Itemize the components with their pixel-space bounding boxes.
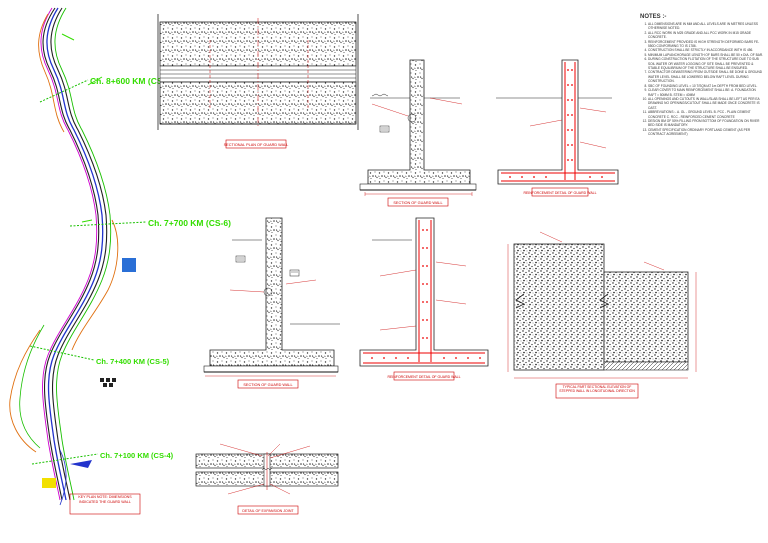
- expansion-joint-title: DETAIL OF EXPANSION JOINT: [242, 509, 294, 513]
- reinforcement-detail-b: REINFORCEMENT DETAIL OF GUARD WALL: [359, 217, 489, 381]
- notes-panel: NOTES :- ALL DIMENSIONS ARE IN MM AND AL…: [640, 14, 764, 137]
- sectional-plan-title: SECTIONAL PLAN OF GUARD WALL: [224, 143, 289, 147]
- note-item: SBC OF FOUNDING LEVEL = 10 T/SQM AT 1m D…: [648, 84, 764, 88]
- note-item: ABBREVIATIONS :- A. GL - GROUND LEVEL B.…: [648, 110, 764, 119]
- note-item: DESIGN BM OF 50% FILLING FROM BOTTOM OF …: [648, 119, 764, 128]
- sectional-plan: SECTIONAL PLAN OF GUARD WALL: [157, 14, 359, 149]
- section-a-title: SECTION OF GUARD WALL: [393, 201, 442, 205]
- note-item: REINFORCEMENT PROVIDED IS HIGH STRENGTH …: [648, 40, 764, 49]
- key-plan: Ch. 8+600 KM (CS-7) Ch. 7+700 KM (CS-6) …: [9, 7, 231, 515]
- note-item: CONTRACTOR DEWATERING FROM OUTSIDE SHALL…: [648, 70, 764, 83]
- note-item: CEMENT SPECIFICATION ORDINARY PORTLAND C…: [648, 128, 764, 137]
- section-guard-wall-b: SECTION OF GUARD WALL: [203, 217, 340, 389]
- note-item: ALL OPENINGS AND CUTOUTS IN WALL/SLAB SH…: [648, 97, 764, 110]
- note-item: MINIMUM LAP/ANCHORAGE LENGTH OF BARS SHA…: [648, 53, 764, 57]
- chainage-label-4: Ch. 7+100 KM (CS-4): [100, 451, 174, 460]
- stepped-wall-elevation: TYPICAL PART SECTIONAL ELEVATION OF STEP…: [507, 231, 697, 399]
- reinforcement-detail-a: REINFORCEMENT DETAIL OF GUARD WALL: [496, 59, 619, 197]
- expansion-joint-detail: DETAIL OF EXPANSION JOINT: [195, 443, 339, 515]
- notes-title: NOTES :-: [640, 14, 667, 20]
- note-item: CONSTRUCTION SHALL BE STRICTLY IN ACCORD…: [648, 48, 764, 52]
- water-body-marker: [122, 258, 136, 272]
- note-item: DURING CONSTRUCTION FLOTATION OF THE STR…: [648, 57, 764, 70]
- note-item: CLEAR COVER TO MAIN REINFORCEMENT SHALL …: [648, 88, 764, 97]
- note-item: ALL DIMENSIONS ARE IN MM AND ALL LEVELS …: [648, 22, 764, 31]
- section-b-title: SECTION OF GUARD WALL: [243, 383, 292, 387]
- notes-list: ALL DIMENSIONS ARE IN MM AND ALL LEVELS …: [640, 22, 764, 137]
- chainage-label-2: Ch. 7+700 KM (CS-6): [148, 218, 231, 228]
- reinforcement-b-title: REINFORCEMENT DETAIL OF GUARD WALL: [387, 375, 460, 379]
- key-plan-title-box: [69, 493, 141, 515]
- note-item: ALL RCC WORK IN M25 GRADE AND ALL PCC WO…: [648, 31, 764, 40]
- chainage-label-3: Ch. 7+400 KM (CS-5): [96, 357, 170, 366]
- reinforcement-a-title: REINFORCEMENT DETAIL OF GUARD WALL: [523, 191, 596, 195]
- stepped-wall-title: TYPICAL PART SECTIONAL ELEVATION OF STEP…: [559, 385, 635, 393]
- chainage-label-1: Ch. 8+600 KM (CS-7): [90, 76, 173, 86]
- key-plan-title: KEY PLAN NOTE: DIMENSIONS INDICATED THE …: [78, 495, 132, 504]
- section-guard-wall-a: SECTION OF GUARD WALL: [359, 59, 477, 207]
